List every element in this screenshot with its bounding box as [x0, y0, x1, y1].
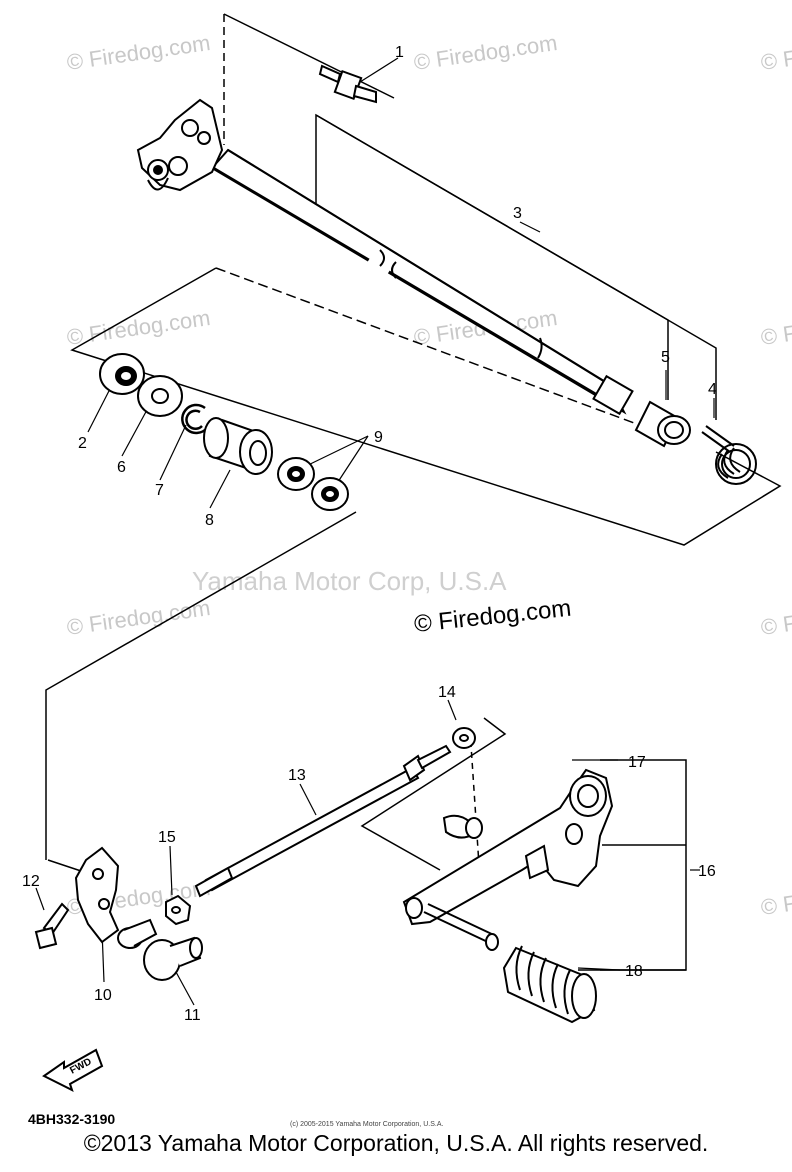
small-copyright: (c) 2005-2015 Yamaha Motor Corporation, …: [290, 1121, 443, 1128]
firedog-watermark-dark: © Firedog.com: [413, 595, 573, 638]
shift-rod-part-13: [194, 744, 452, 898]
shift-shaft: [210, 148, 634, 416]
firedog-watermark: © Firedog.com: [759, 875, 792, 920]
bearing-part-9: [277, 457, 349, 511]
part-number: 10: [94, 987, 112, 1004]
drawing-code: 4BH332-3190: [28, 1111, 115, 1127]
firedog-watermark: © Firedog.com: [759, 30, 792, 75]
part-number: 14: [438, 684, 456, 701]
part-number: 9: [374, 429, 383, 446]
footer-copyright: ©2013 Yamaha Motor Corporation, U.S.A. A…: [83, 1130, 709, 1156]
part-number: 11: [184, 1007, 201, 1024]
firedog-watermark: © Firedog.com: [759, 305, 792, 350]
shift-arm-plate: [136, 98, 224, 192]
nut-part-14: [452, 727, 476, 749]
part-number: 8: [205, 512, 214, 529]
yamaha-watermark: Yamaha Motor Corp, U.S.A: [192, 566, 507, 596]
collar-part-5: [634, 400, 691, 448]
part-number: 2: [78, 435, 87, 452]
firedog-watermark: © Firedog.com: [65, 595, 212, 640]
part-number: 7: [155, 482, 164, 499]
part-number: 3: [513, 205, 522, 222]
footpeg-rubber-part-18: [502, 945, 597, 1024]
part-number: 6: [117, 459, 126, 476]
part-number: 18: [625, 963, 643, 980]
part-number: 17: [628, 754, 646, 771]
part-number: 15: [158, 829, 176, 846]
ball-joint-part-11: [143, 936, 203, 981]
firedog-watermark: © Firedog.com: [759, 595, 792, 640]
bolt-part-1: [318, 64, 377, 104]
leader-lines: [35, 57, 715, 1006]
oil-seal-part-2: [99, 353, 145, 395]
bolt-part-12: [34, 902, 70, 950]
firedog-watermark: © Firedog.com: [412, 30, 559, 75]
nut-part-15: [165, 894, 192, 926]
part-number: 12: [22, 873, 40, 890]
bushing-part-8: [203, 417, 273, 475]
circlip-part-7: [181, 403, 208, 435]
part-number: 13: [288, 767, 306, 784]
part-number: 5: [661, 349, 670, 366]
firedog-watermark: © Firedog.com: [65, 30, 212, 75]
shift-pedal-part-16: [402, 768, 614, 951]
part-number: 1: [395, 44, 404, 61]
part-number: 16: [698, 863, 716, 880]
part-number-labels: 1 2 3 4 5 6 7 8 9 10 11 12 13 14 15 16 1…: [22, 44, 717, 1024]
washer-part-6: [137, 375, 183, 417]
part-number: 4: [708, 381, 717, 398]
spring-part-4: [701, 425, 757, 485]
joint-part-10: [74, 846, 158, 949]
forward-arrow-icon: FWD: [42, 1048, 104, 1092]
